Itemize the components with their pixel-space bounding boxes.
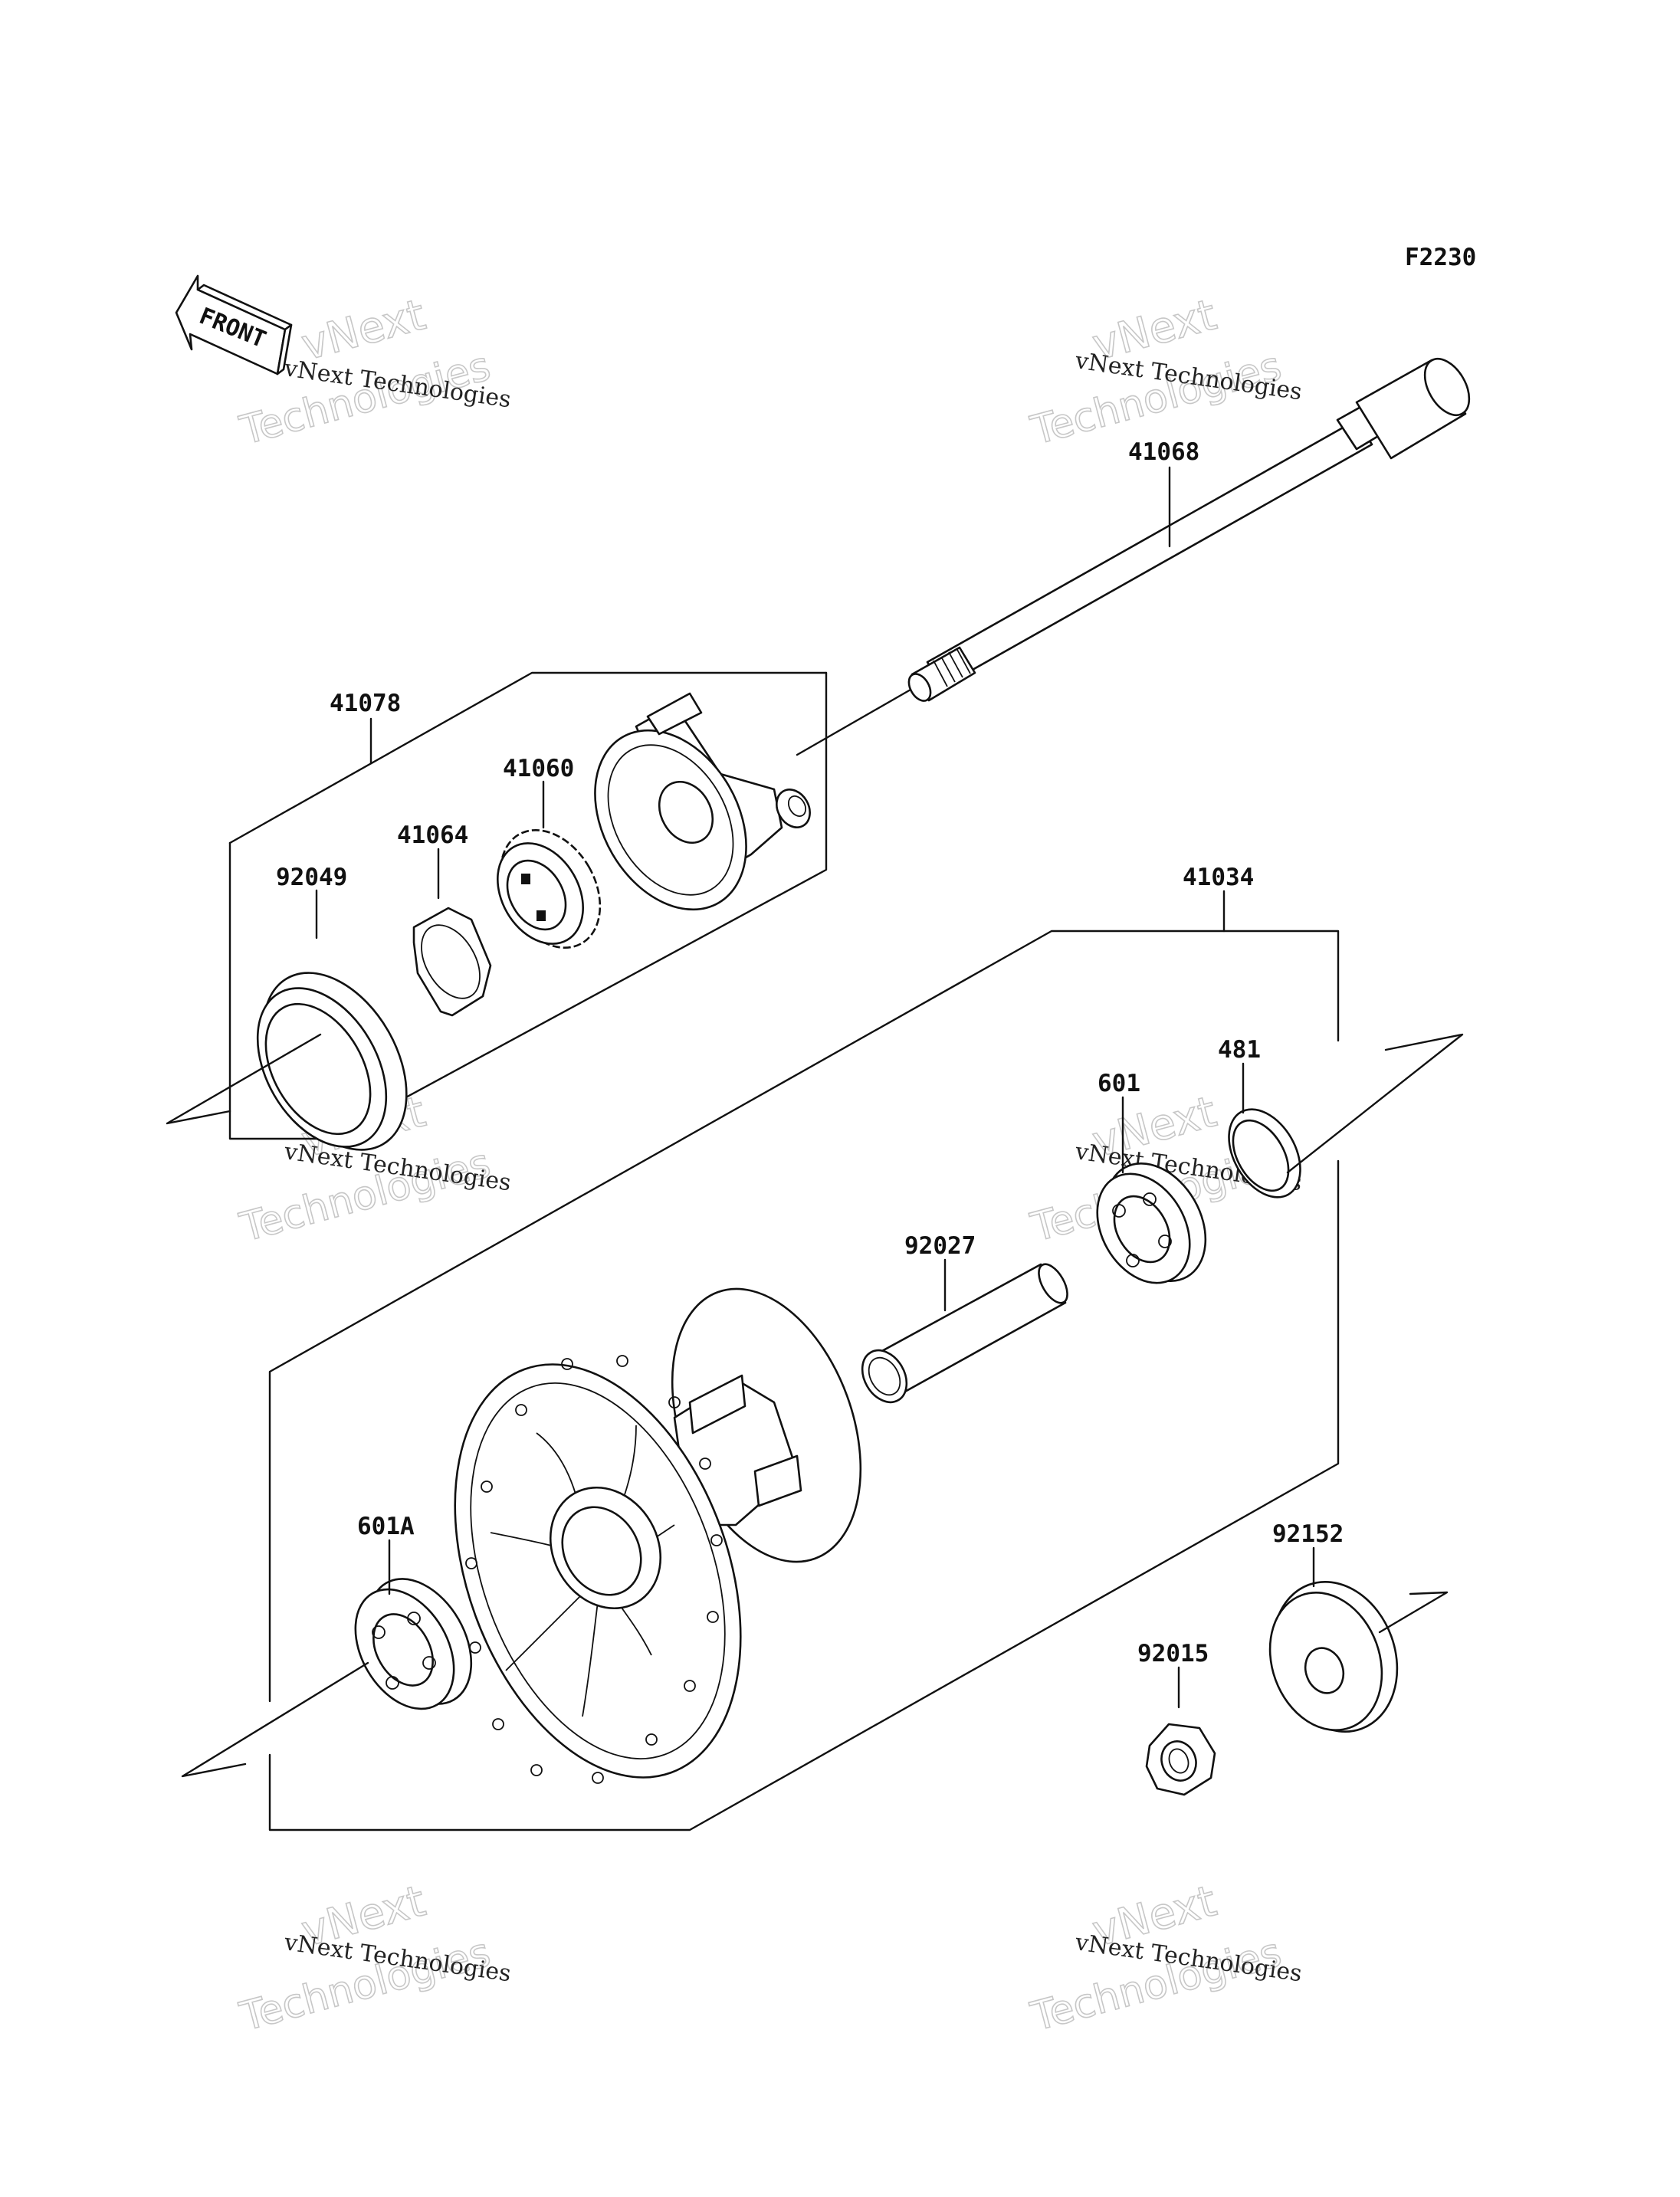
front-arrow-icon: FRONT — [175, 274, 293, 375]
label-41064: 41064 — [397, 821, 468, 849]
gear-retainer-41064 — [412, 907, 492, 1017]
assembly-box-41078-bottom — [228, 671, 828, 1140]
watermark-bottom-right: vNext Technologies vNext Technologies — [1025, 1876, 1304, 2041]
assembly-box-41034-bottom — [268, 1159, 1340, 1831]
collar-92152 — [1268, 1581, 1399, 1733]
label-92152: 92152 — [1272, 1520, 1344, 1548]
oil-seal-92049 — [256, 972, 408, 1151]
distance-collar-92027 — [861, 1263, 1068, 1404]
snap-ring-481 — [1228, 1108, 1301, 1199]
axis-line-left-lower — [181, 1661, 369, 1778]
axis-line-left-upper — [166, 1033, 322, 1125]
label-41060: 41060 — [503, 755, 574, 782]
speedometer-gear-housing — [594, 692, 811, 911]
label-601: 601 — [1098, 1070, 1140, 1097]
front-wheel-hub — [454, 1287, 862, 1784]
speedometer-drive-gear-41060 — [497, 828, 602, 949]
assembly-box-41034-top — [268, 930, 1340, 1703]
label-41034: 41034 — [1183, 864, 1254, 891]
axle-41068 — [796, 358, 1471, 756]
label-481: 481 — [1218, 1036, 1261, 1064]
watermark-top-right: vNext Technologies vNext Technologies — [1025, 290, 1304, 455]
label-41068: 41068 — [1128, 438, 1199, 466]
axis-line-right-upper — [1286, 1033, 1464, 1174]
ball-bearing-601A — [354, 1578, 473, 1710]
ball-bearing-601 — [1096, 1162, 1207, 1284]
figure-code: F2230 — [1405, 244, 1476, 271]
label-601A: 601A — [357, 1513, 415, 1540]
axis-line-right-lower — [1378, 1591, 1449, 1634]
watermark-vnext: vNext — [297, 290, 431, 370]
label-92015: 92015 — [1137, 1640, 1209, 1667]
label-92049: 92049 — [276, 864, 347, 891]
label-41078: 41078 — [330, 690, 401, 717]
assembly-box-41078-top — [228, 671, 828, 844]
watermark-bottom-left: vNext Technologies vNext Technologies — [235, 1876, 513, 2041]
label-92027: 92027 — [904, 1232, 976, 1260]
axle-nut-92015 — [1145, 1723, 1216, 1796]
